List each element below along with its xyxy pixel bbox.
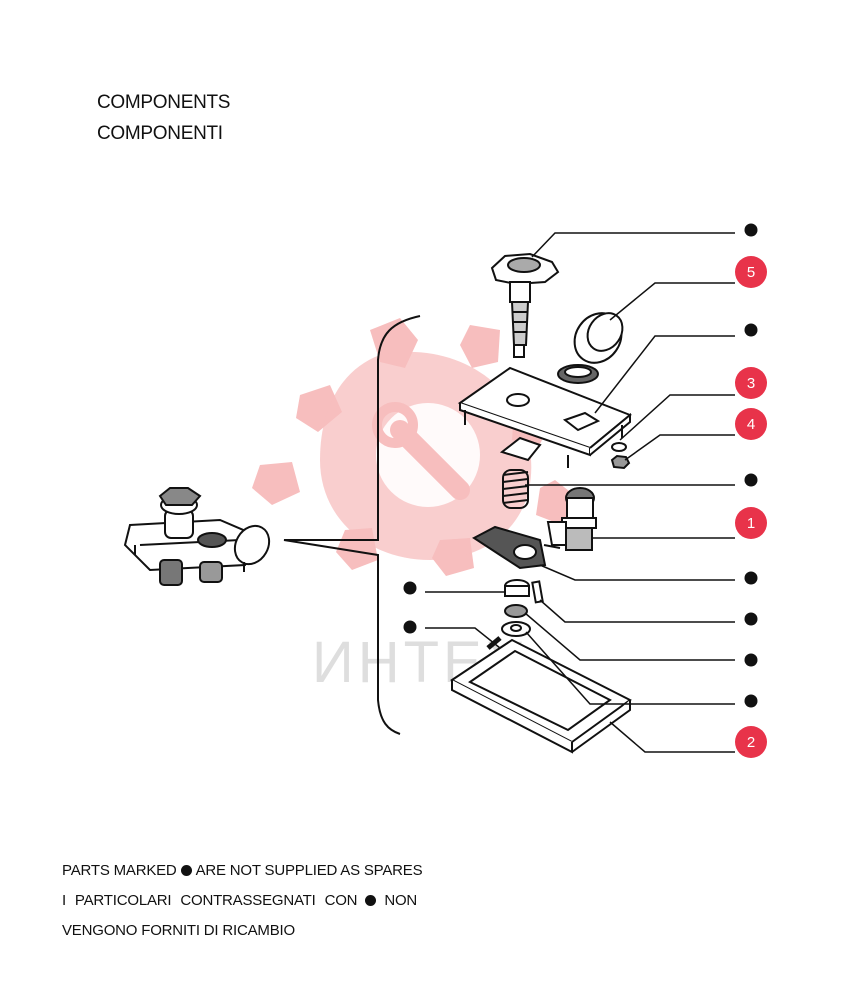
note-line-2-before: I PARTICOLARI CONTRASSEGNATI CON — [62, 892, 358, 909]
callout-badge-label: 5 — [747, 264, 755, 281]
note-line-1-before: PARTS MARKED — [62, 862, 177, 879]
callout-dot — [744, 694, 758, 708]
frame — [450, 636, 632, 754]
lever — [472, 525, 561, 570]
callout-dot — [744, 571, 758, 585]
callout-dot — [744, 223, 758, 237]
top-plate — [457, 366, 632, 468]
callout-badge-label: 3 — [747, 375, 755, 392]
leader-lines — [425, 232, 735, 753]
callout-markers: 5 3 4 1 2 — [735, 223, 767, 758]
note-line-2: I PARTICOLARI CONTRASSEGNATI CON NON — [62, 892, 417, 909]
title-italian: COMPONENTI — [97, 123, 223, 144]
title-english: COMPONENTS — [97, 92, 231, 113]
callout-badge-label: 1 — [747, 515, 755, 532]
note-line-2-after: NON — [384, 892, 418, 909]
bullet-icon — [180, 865, 192, 876]
note-line-1: PARTS MARKED ARE NOT SUPPLIED AS SPARES — [62, 862, 423, 879]
callout-badge — [735, 367, 767, 399]
callout-dot — [744, 612, 758, 626]
assembly-bracket — [283, 315, 421, 735]
assembled-unit — [123, 487, 271, 586]
cap — [557, 312, 624, 384]
callout-badge — [735, 256, 767, 288]
callout-badge-label: 4 — [747, 416, 755, 433]
callout-dot — [744, 473, 758, 487]
callout-badge-label: 2 — [747, 734, 755, 751]
spring-washer — [504, 604, 528, 618]
pin-fitting — [546, 487, 597, 551]
bullet-icon — [365, 895, 377, 906]
flat-washer — [501, 621, 531, 637]
dowel-pin — [531, 580, 544, 604]
callout-badge — [735, 408, 767, 440]
washer — [611, 442, 627, 452]
bushing — [504, 579, 530, 597]
left-callout-dot — [403, 581, 417, 595]
callout-badge — [735, 507, 767, 539]
left-callout-markers — [403, 581, 417, 634]
nut — [610, 454, 631, 470]
callout-dot — [744, 323, 758, 337]
knob-screw — [490, 252, 560, 358]
callout-dot — [744, 653, 758, 667]
note-line-3: VENGONO FORNITI DI RICAMBIO — [62, 922, 295, 939]
note-line-1-after: ARE NOT SUPPLIED AS SPARES — [195, 862, 423, 879]
callout-badge — [735, 726, 767, 758]
spring — [502, 469, 529, 509]
left-callout-dot — [403, 620, 417, 634]
